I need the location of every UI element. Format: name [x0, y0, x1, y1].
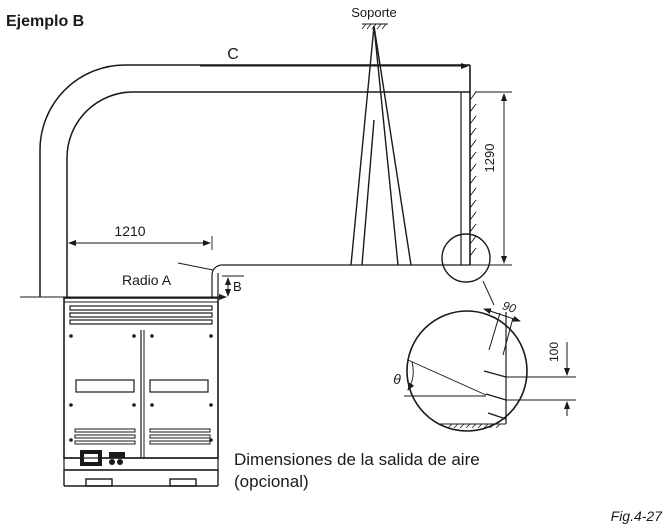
wall — [460, 65, 477, 265]
support-symbol: Soporte — [351, 5, 397, 30]
radius-label: Radio A — [122, 272, 172, 288]
top-grille — [69, 305, 213, 325]
dimension-b-label: B — [233, 279, 242, 294]
dimension-1210: 1210 — [66, 223, 213, 250]
outdoor-unit — [63, 297, 219, 487]
floor-hatching — [447, 423, 501, 429]
support-struts — [350, 25, 412, 266]
dimension-b: B — [222, 275, 244, 297]
figure-number: Fig.4-27 — [611, 508, 664, 524]
dimension-1290: 1290 — [470, 91, 512, 266]
detail-view: 90 100 θ — [393, 298, 576, 432]
dimension-c-label: C — [227, 46, 239, 63]
theta-label: θ — [393, 371, 401, 387]
radius-callout: Radio A — [122, 262, 214, 288]
dimension-1210-label: 1210 — [114, 223, 145, 239]
duct — [39, 64, 470, 297]
dimension-90-label: 90 — [501, 298, 518, 316]
detail-callout — [441, 233, 495, 306]
support-label: Soporte — [351, 5, 397, 20]
dimension-100-label: 100 — [547, 342, 561, 362]
diagram-title: Ejemplo B — [6, 13, 84, 30]
panel-screws — [69, 334, 213, 442]
dimension-c: C — [200, 46, 469, 69]
dimension-1290-label: 1290 — [482, 144, 497, 173]
caption-line2: (opcional) — [234, 472, 309, 491]
caption-line1: Dimensiones de la salida de aire — [234, 450, 480, 469]
